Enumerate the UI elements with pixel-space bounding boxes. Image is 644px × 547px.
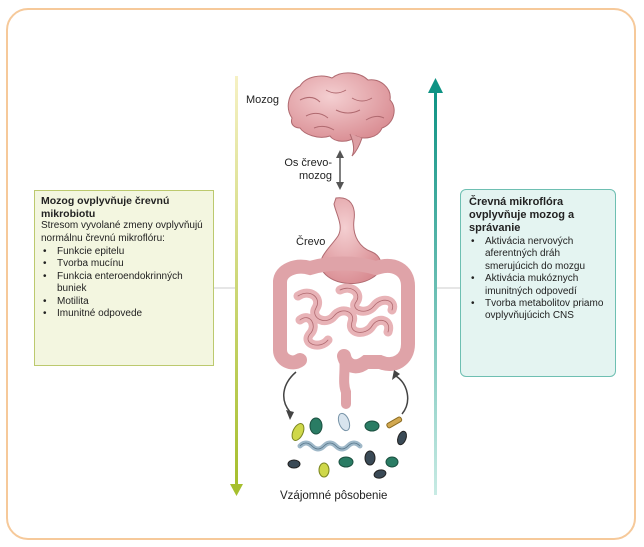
intestines-illustration [280, 264, 408, 405]
right-box-list: Aktivácia nervových aferentných dráh sme… [469, 236, 607, 323]
gut-brain-axis-arrow [336, 150, 344, 190]
list-item: Tvorba metabolitov priamo ovplyvňujúcich… [469, 298, 607, 323]
list-item: Aktivácia nervových aferentných dráh sme… [469, 236, 607, 273]
left-box-list: Funkcie epitelu Tvorba mucínu Funkcia en… [41, 246, 207, 320]
gut-label: Črevo [296, 236, 325, 249]
list-item: Tvorba mucínu [41, 258, 207, 270]
down-arrow [230, 76, 243, 496]
brain-label: Mozog [246, 94, 279, 107]
list-item: Funkcie epitelu [41, 246, 207, 258]
interaction-label: Vzájomné pôsobenie [280, 490, 387, 503]
brain-affects-gut-box: Mozog ovplyvňuje črevnú mikrobiotu Stres… [34, 190, 214, 366]
list-item: Imunitné odpovede [41, 308, 207, 320]
microbes-illustration [288, 412, 408, 480]
left-box-title: Mozog ovplyvňuje črevnú mikrobiotu [41, 195, 207, 220]
left-box-intro: Stresom vyvolané zmeny ovplyvňujú normál… [41, 220, 207, 245]
up-arrow [428, 78, 443, 495]
list-item: Funkcia enteroendokrinných buniek [41, 271, 207, 296]
gut-affects-brain-box: Črevná mikroflóra ovplyvňuje mozog a spr… [460, 189, 616, 377]
list-item: Aktivácia mukóznych imunitných odpovedí [469, 273, 607, 298]
list-item: Motilita [41, 296, 207, 308]
brain-illustration [288, 73, 394, 156]
right-box-title: Črevná mikroflóra ovplyvňuje mozog a spr… [469, 196, 607, 235]
axis-label: Os črevo- mozog [276, 157, 332, 183]
